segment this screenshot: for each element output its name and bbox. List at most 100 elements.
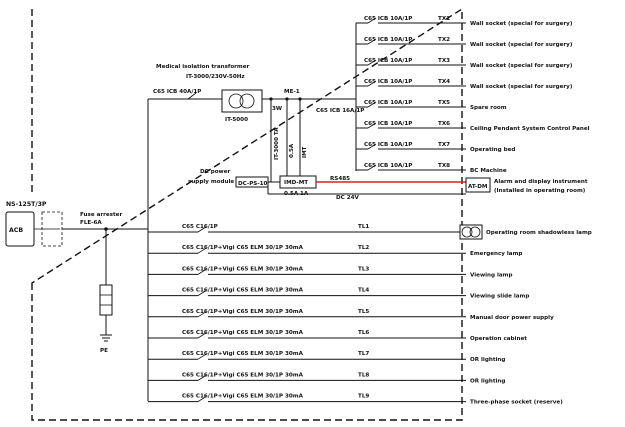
monitor-vertical-label-3: IMT: [302, 146, 308, 158]
it-branch-load: BC Machine: [470, 168, 507, 174]
it-branch-load: Operating bed: [470, 147, 515, 153]
alarm-display-text-2: (Installed in operating room): [494, 188, 586, 194]
ground-label: PE: [100, 348, 108, 354]
tn-branch-id: TL3: [358, 266, 369, 272]
tn-branch-id: TL7: [358, 351, 369, 357]
monitor-tag: ME-1: [284, 89, 300, 95]
incoming-supply: NS-125T/3P ACB Fuse arrester FLE-6A PE: [5, 201, 148, 354]
transformer-box: [221, 89, 263, 113]
it-branch-breaker: C65 ICB 10A/1P: [364, 121, 412, 127]
it-branch-id: TX3: [438, 58, 450, 64]
tn-branch-load: Viewing lamp: [470, 272, 513, 278]
fuse-arrester: [99, 284, 113, 316]
insulation-monitor-section: ME-1 C65 ICB 16A/1P 3W IT-3000 TA 0.5A I…: [269, 89, 364, 197]
tn-branch-breaker: C65 C16/1P+Vigi C65 ELM 30/1P 30mA: [182, 266, 304, 272]
rs485-label: RS485: [330, 176, 350, 182]
tn-branch-load: Manual door power supply: [470, 315, 554, 321]
tn-branch-breaker: C65 C16/1P: [182, 224, 218, 230]
it-branch-breaker: C65 ICB 10A/1P: [364, 16, 412, 22]
tn-branch-id: TL8: [358, 372, 369, 378]
tn-branch-row: C65 C16/1P+Vigi C65 ELM 30/1P 30mA TL4Vie…: [148, 288, 529, 300]
incoming-breaker-label: NS-125T/3P: [6, 201, 47, 208]
it-branch-breaker: C65 ICB 10A/1P: [364, 79, 412, 85]
it-branch-breaker: C65 ICB 10A/1P: [364, 142, 412, 148]
tn-branch-id: TL6: [358, 330, 369, 336]
it-branch-load: Ceiling Pendant System Control Panel: [470, 126, 590, 132]
dc-power-tag: DC-PS-10: [238, 181, 268, 187]
alarm-display-box: [465, 177, 491, 193]
tn-branch-row: C65 C16/1P+Vigi C65 ELM 30/1P 30mA TL5Man…: [148, 309, 554, 321]
it-branch-breaker: C65 ICB 10A/1P: [364, 58, 412, 64]
transformer-tag: IT-5000: [225, 117, 248, 123]
tn-branch-load: Emergency lamp: [470, 251, 522, 257]
tn-branch-id: TL2: [358, 245, 369, 251]
it-branch-breaker: C65 ICB 10A/1P: [364, 37, 412, 43]
it-branch-id: TX2: [438, 37, 450, 43]
it-branch-row: C65 ICB 10A/1P TX8 BC Machine: [356, 163, 507, 174]
tn-branch-breaker: C65 C16/1P+Vigi C65 ELM 30/1P 30mA: [182, 309, 304, 315]
transformer-breaker: C65 ICB 40A/1P: [153, 89, 201, 95]
dc-power-label-2: supply module: [188, 179, 234, 185]
tn-branch-load: OR lighting: [470, 378, 505, 384]
tn-branch-load: OR lighting: [470, 357, 505, 363]
it-branch-breaker: C65 ICB 10A/1P: [364, 100, 412, 106]
monitor-breaker: C65 ICB 16A/1P: [316, 108, 364, 114]
tn-branch-load: Operation cabinet: [470, 336, 527, 342]
arrester-label-1: Fuse arrester: [80, 212, 122, 218]
monitor-vertical-label-1: IT-3000 TA: [274, 127, 280, 160]
tn-branch-breaker: C65 C16/1P+Vigi C65 ELM 30/1P 30mA: [182, 288, 304, 294]
tn-branch-breaker: C65 C16/1P+Vigi C65 ELM 30/1P 30mA: [182, 245, 304, 251]
imd-box-label: IMD-MT: [284, 180, 308, 186]
tn-branch-load: Operating room shadowless lamp: [486, 230, 592, 236]
it-branch-id: TX8: [438, 163, 450, 169]
tn-branch-breaker: C65 C16/1P+Vigi C65 ELM 30/1P 30mA: [182, 330, 304, 336]
dc-power-label-1: DC power: [200, 169, 231, 175]
tn-branch-id: TL5: [358, 309, 369, 315]
tn-branch-row: C65 C16/1P+Vigi C65 ELM 30/1P 30mA TL2Eme…: [148, 245, 522, 257]
alarm-display-tag: AT-DM: [468, 184, 488, 190]
arrester-label-2: FLE-6A: [80, 220, 102, 226]
enclosure-border: [31, 7, 463, 421]
shadowless-lamp-symbol: [459, 224, 483, 240]
it-branch-id: TX7: [438, 142, 450, 148]
dc-power-section: DC power supply module DC-PS-10 RS485 DC…: [188, 169, 588, 201]
tn-branch-load: Viewing slide lamp: [470, 294, 529, 300]
it-branch-id: TX1: [438, 16, 450, 22]
transformer-title: Medical isolation transformer: [156, 64, 250, 70]
transformer-section: Medical isolation transformer IT-3000/23…: [148, 64, 356, 123]
it-branch-id: TX5: [438, 100, 450, 106]
dc-bus-label: DC 24V: [336, 195, 359, 201]
alarm-display-text-1: Alarm and display instrument: [494, 179, 588, 185]
monitor-vertical-label-2: 0.5A: [289, 143, 295, 158]
tn-branch-row: C65 C16/1P+Vigi C65 ELM 30/1P 30mA TL8 OR …: [148, 372, 505, 384]
tn-branch-breaker: C65 C16/1P+Vigi C65 ELM 30/1P 30mA: [182, 394, 304, 400]
tn-branch-row: C65 C16/1P+Vigi C65 ELM 30/1P 30mA TL7 OR …: [148, 351, 505, 363]
tn-branch-id: TL9: [358, 394, 369, 400]
it-branch-breaker: C65 ICB 10A/1P: [364, 163, 412, 169]
it-branch-id: TX6: [438, 121, 450, 127]
tn-branch-id: TL1: [358, 224, 369, 230]
transformer-model: IT-3000/230V-50Hz: [186, 74, 245, 80]
tn-branch-breaker: C65 C16/1P+Vigi C65 ELM 30/1P 30mA: [182, 372, 304, 378]
it-branch-id: TX4: [438, 79, 450, 85]
it-branch-load: Wall socket (special for surgery): [470, 21, 573, 27]
tn-branch-id: TL4: [358, 288, 369, 294]
it-branch-load: Wall socket (special for surgery): [470, 63, 573, 69]
tn-branch-breaker: C65 C16/1P+Vigi C65 ELM 30/1P 30mA: [182, 351, 304, 357]
it-branch-load: Wall socket (special for surgery): [470, 84, 573, 90]
it-branch-load: Wall socket (special for surgery): [470, 42, 573, 48]
it-branch-load: Spare room: [470, 105, 507, 111]
tn-branch-row: C65 C16/1P+Vigi C65 ELM 30/1P 30mA TL6Ope…: [148, 330, 527, 342]
